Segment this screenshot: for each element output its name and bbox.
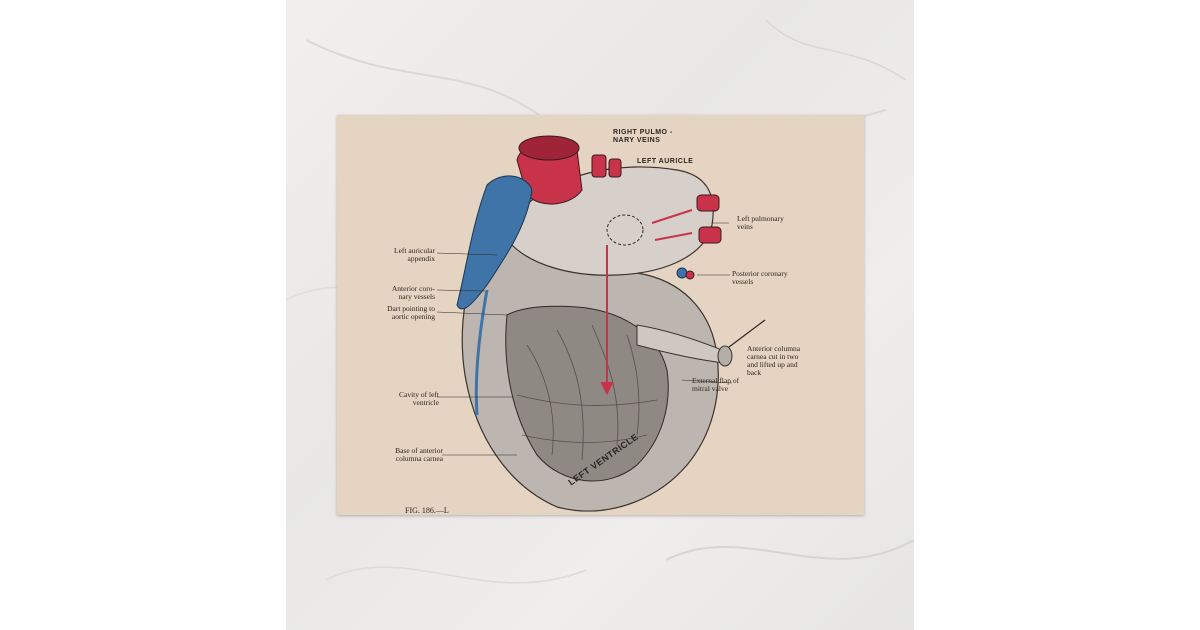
ventricle-cavity <box>505 305 669 482</box>
pulmonary-artery-vessel <box>456 175 533 310</box>
label-left-auricle: LEFT AURICLE <box>637 158 694 165</box>
figure-caption: FIG. 186.—L <box>405 506 449 515</box>
heart-illustration <box>436 135 766 512</box>
label-cavity-left-ventricle: Cavity of left ventricle <box>399 390 439 407</box>
anatomy-card: RIGHT PULMO - NARY VEINS LEFT AURICLE Le… <box>337 115 864 515</box>
label-right-pulmonary-veins: RIGHT PULMO - NARY VEINS <box>613 129 673 144</box>
label-base-anterior-columna: Base of anterior columna carnea <box>395 446 443 463</box>
label-dart-pointing: Dart pointing to aortic opening <box>387 304 435 321</box>
label-left-pulmonary-veins: Left pulmonary veins <box>737 214 784 231</box>
label-external-flap: External flap of mitral valve <box>692 376 740 393</box>
label-left-auricular-appendix: Left auricular appendix <box>393 246 435 263</box>
label-anterior-coronary-vessels: Anterior coro- nary vessels <box>391 284 435 301</box>
label-posterior-coronary-vessels: Posterior coronary vessels <box>732 269 788 286</box>
label-anterior-columna-carnea: Anterior columna carnea cut in two and l… <box>747 344 801 377</box>
